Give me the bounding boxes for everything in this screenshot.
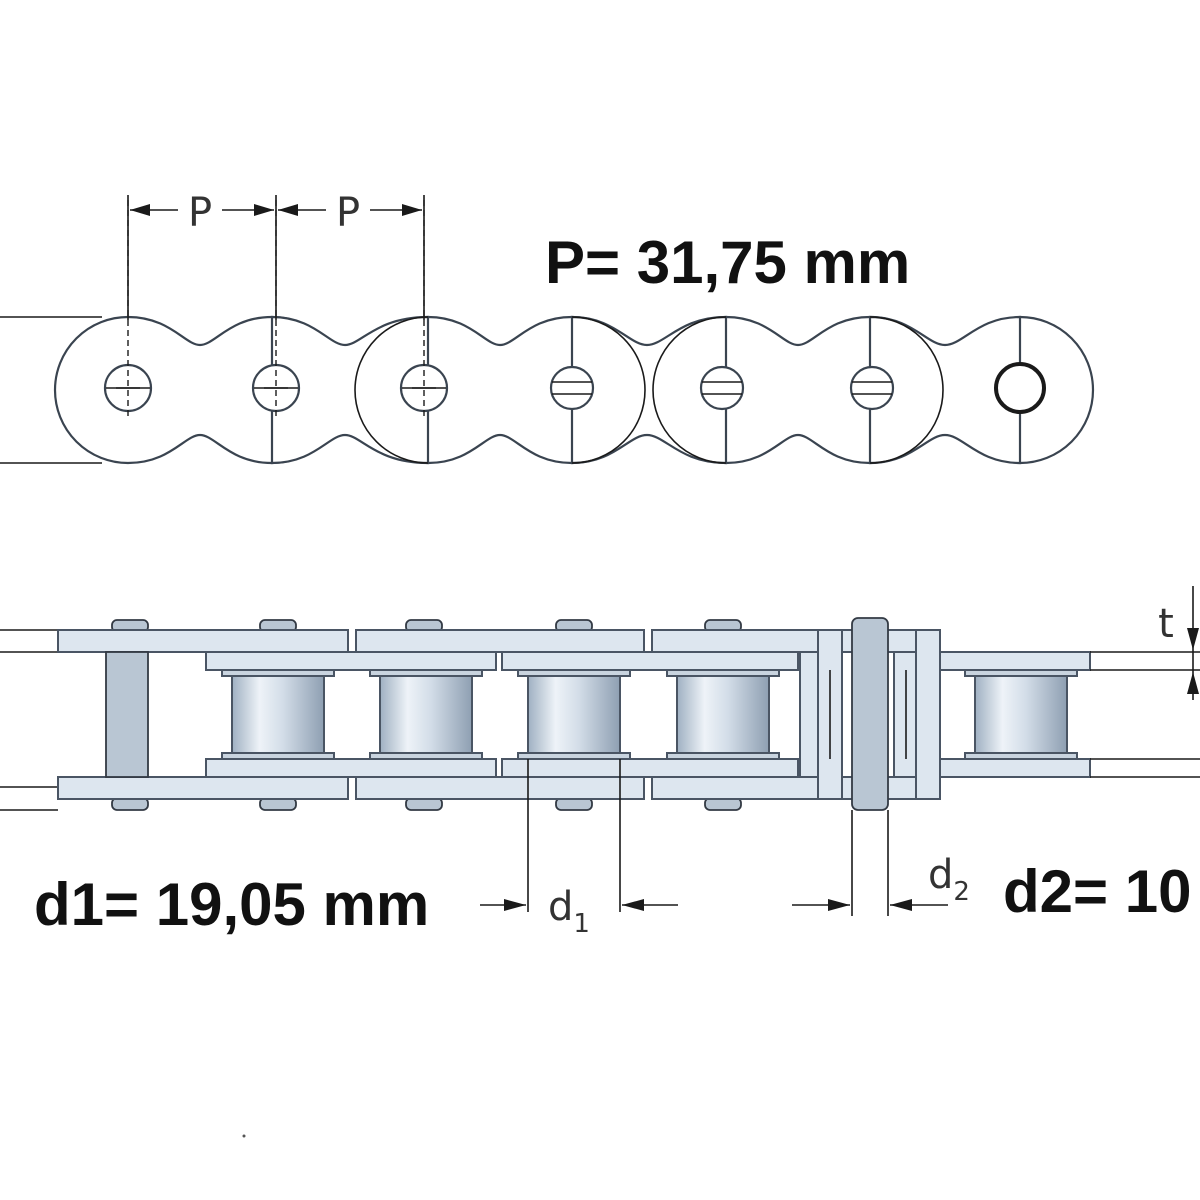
t-arrow xyxy=(1187,628,1199,650)
inner-plate xyxy=(205,651,497,671)
pitch-symbol-label: P xyxy=(188,190,212,236)
roller xyxy=(517,669,631,760)
outer-plate xyxy=(57,629,349,653)
pitch-value-label: P= 31,75 mm xyxy=(545,229,910,296)
roller xyxy=(666,669,780,760)
outer-plate xyxy=(57,776,349,800)
t-arrow xyxy=(1187,672,1199,694)
roller xyxy=(221,669,335,760)
outer-plate xyxy=(355,629,645,653)
d2-symbol: d xyxy=(928,852,953,898)
inner-plate xyxy=(917,651,1091,671)
d1-symbol-label: d1 xyxy=(548,884,590,939)
pin-shaft xyxy=(105,651,149,778)
pin-hole xyxy=(549,365,595,411)
connecting-pin xyxy=(851,617,889,811)
connecting-link xyxy=(799,629,941,800)
plate-edge-arc xyxy=(869,316,944,464)
chain-side-view: t d1 d1= 19,05 mm d2 d2= 10 xyxy=(0,586,1200,939)
roller xyxy=(964,669,1078,760)
d2-subscript: 2 xyxy=(953,877,970,907)
pin-hole xyxy=(699,365,745,411)
inner-plate xyxy=(205,758,497,778)
chain-top-view: P P P= 31,75 mm xyxy=(0,190,1095,465)
d2-symbol-label: d2 xyxy=(928,852,970,907)
inner-plate xyxy=(501,651,799,671)
d1-value-label: d1= 19,05 mm xyxy=(34,871,429,938)
d2-value-label: d2= 10 xyxy=(1003,858,1191,925)
outer-plate xyxy=(651,629,941,653)
inner-plate xyxy=(501,758,799,778)
roller xyxy=(369,669,483,760)
pitch-dimension: P P xyxy=(127,190,425,320)
d1-dimension: d1 xyxy=(480,759,678,939)
d1-symbol: d xyxy=(548,884,573,930)
chain-link-plate xyxy=(868,315,1022,465)
stray-dot xyxy=(242,1134,246,1138)
pitch-symbol-label: P xyxy=(336,190,360,236)
plate-edge-arc xyxy=(354,316,429,464)
inner-plate xyxy=(917,758,1091,778)
outer-plate xyxy=(651,776,941,800)
d1-subscript: 1 xyxy=(573,909,590,939)
plate-edge-arc xyxy=(652,316,727,464)
plate-edge-arc xyxy=(571,316,646,464)
open-pin-hole xyxy=(994,362,1046,414)
outer-plate xyxy=(355,776,645,800)
pin-hole xyxy=(849,365,895,411)
d2-dimension: d2 xyxy=(792,810,970,916)
t-symbol-label: t xyxy=(1158,601,1174,647)
